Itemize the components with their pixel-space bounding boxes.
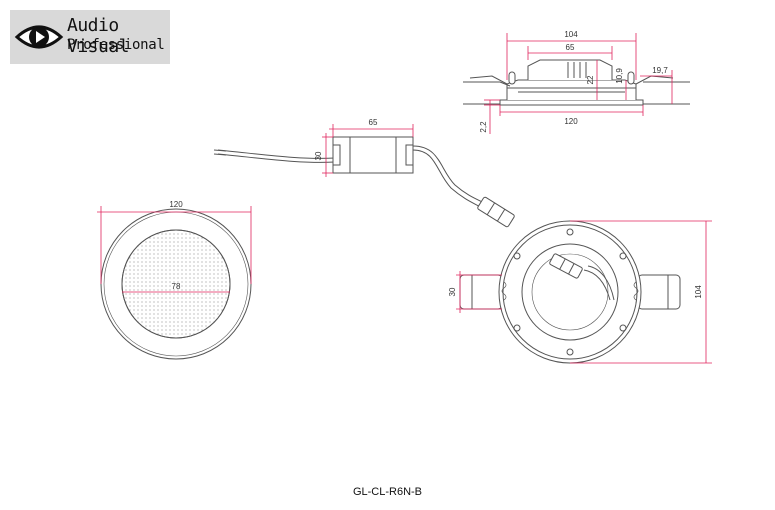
dim-back-clip-width: 30 bbox=[448, 287, 457, 296]
dim-driver-height: 30 bbox=[314, 151, 323, 160]
dim-side-flange-width: 120 bbox=[564, 117, 578, 126]
model-code: GL-CL-R6N-B bbox=[352, 486, 423, 498]
logo-subtitle: Professional bbox=[67, 37, 165, 53]
dim-side-driver-height: 22 bbox=[586, 75, 595, 84]
back-view bbox=[459, 220, 681, 364]
dim-side-overall-width: 104 bbox=[564, 30, 578, 39]
back-view-dimensions bbox=[456, 220, 712, 364]
dim-driver-length: 65 bbox=[369, 118, 378, 127]
dim-side-body-height: 10,9 bbox=[615, 68, 624, 84]
led-driver bbox=[213, 136, 515, 228]
driver-dimensions bbox=[322, 124, 414, 177]
side-view-dimensions bbox=[484, 33, 673, 134]
dim-back-body-diameter: 104 bbox=[694, 285, 703, 299]
dim-front-outer-diameter: 120 bbox=[169, 200, 183, 209]
dim-side-flange-thickness: 2,2 bbox=[479, 121, 488, 133]
dim-front-lens-diameter: 78 bbox=[172, 282, 181, 291]
front-view bbox=[100, 208, 252, 360]
dim-side-cutout-depth: 19,7 bbox=[652, 66, 668, 75]
side-view bbox=[463, 59, 690, 106]
logo-title: Audio Visual bbox=[67, 15, 130, 57]
front-view-dimensions bbox=[97, 206, 252, 293]
eye-icon bbox=[14, 25, 64, 49]
brand-logo: Audio Visual Professional bbox=[10, 10, 170, 64]
dim-side-driver-width: 65 bbox=[566, 43, 575, 52]
